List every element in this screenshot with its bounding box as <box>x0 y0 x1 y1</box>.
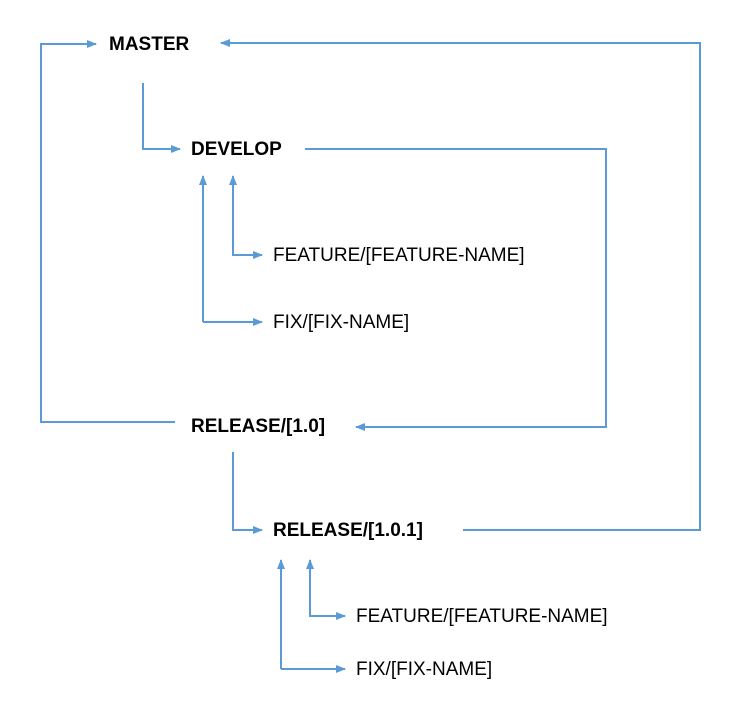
release-patch-node: RELEASE/[1.0.1] <box>273 520 423 541</box>
develop-node: DEVELOP <box>191 139 282 160</box>
master-to-develop-arrow <box>142 83 181 153</box>
patch-feature-node: FEATURE/[FEATURE-NAME] <box>356 606 608 627</box>
develop-to-feature-arrow <box>232 180 263 259</box>
release-to-master-arrow <box>40 40 175 423</box>
develop-fix-node: FIX/[FIX-NAME] <box>273 312 410 333</box>
master-node: MASTER <box>109 34 190 55</box>
patch-to-master-arrow <box>220 39 701 531</box>
release-to-patch-arrow <box>232 452 263 534</box>
develop-feature-node: FEATURE/[FEATURE-NAME] <box>273 245 525 266</box>
release-node: RELEASE/[1.0] <box>191 416 326 437</box>
patch-fix-node: FIX/[FIX-NAME] <box>356 659 493 680</box>
patch-to-feature-arrow <box>309 600 346 620</box>
develop-to-release-arrow <box>305 148 607 431</box>
